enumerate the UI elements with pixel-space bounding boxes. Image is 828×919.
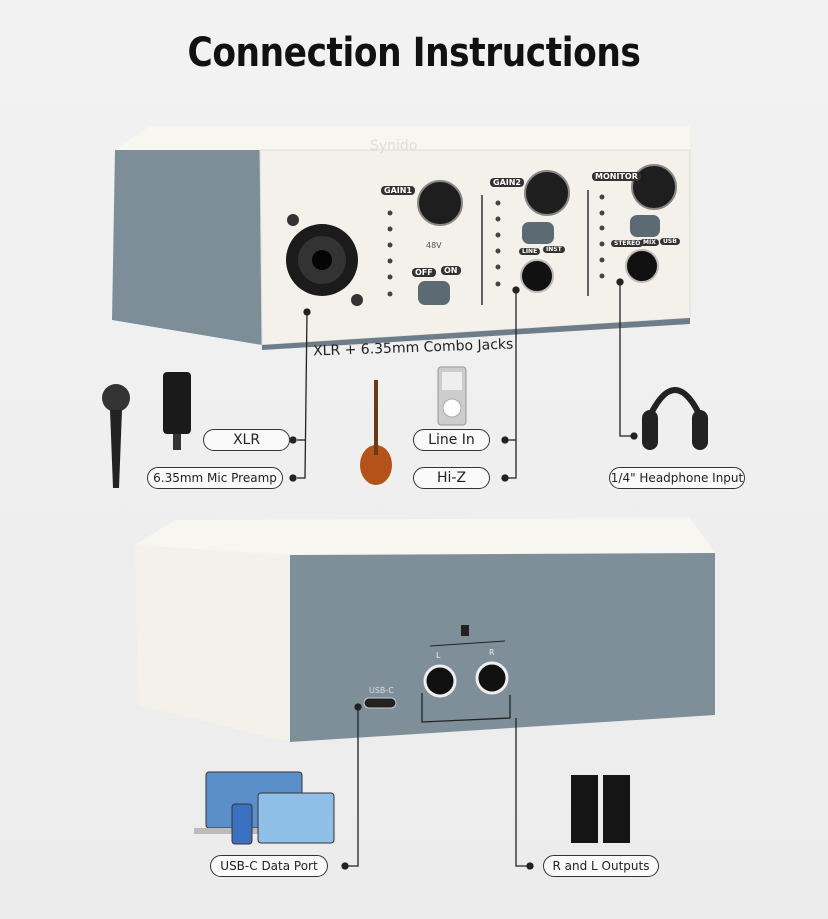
rear-device-top [135,518,715,555]
phone-icon [231,803,253,845]
headphones-icon [645,387,705,422]
left-output-jack [423,664,457,698]
front-device-top [115,126,690,150]
right-label: R [489,648,495,657]
gain2-label: GAIN2 [490,178,524,187]
connector-lines [289,278,638,870]
inst-label: INST [543,246,565,253]
usb-c-port [363,697,397,709]
gain1-knob [417,180,463,226]
usb-c-label: USB-C [369,686,394,695]
front-device-side [112,150,262,345]
phantom-label: 48V [426,241,442,250]
callout-mic-preamp: 6.35mm Mic Preamp [147,467,283,489]
off-label: OFF [412,268,436,277]
headphone-jack [625,249,659,283]
monitor-switch [630,215,660,237]
speaker-left-icon [571,775,598,843]
callout-usb-data: USB-C Data Port [210,855,328,877]
rear-device-panel [290,553,715,742]
gain1-label: GAIN1 [381,186,415,195]
handheld-mic-icon [102,384,130,412]
callout-outputs: R and L Outputs [543,855,659,877]
monitor-label: MONITOR [592,172,641,181]
stereo-label: STEREO [611,240,644,247]
condenser-mic-icon [163,372,191,434]
speaker-right-icon [603,775,630,843]
right-output-jack [475,661,509,695]
line-label: LINE [519,248,541,255]
accessories [102,366,708,845]
callout-xlr: XLR [203,429,290,451]
rear-device-side [135,545,290,742]
callout-headphone: 1/4" Headphone Input [609,467,745,489]
page-title: Connection Instructions [187,30,641,76]
callout-line-in: Line In [413,429,490,451]
tablet-icon [257,792,335,844]
usb-label: USB [660,238,680,245]
instrument-jack [520,259,554,293]
bass-guitar-icon [360,445,392,485]
speaker-icon [461,625,469,636]
brand-logo: Synido [370,138,417,154]
rear-device [135,518,715,742]
front-device: Synido [112,126,691,350]
monitor-knob [631,164,677,210]
gain2-knob [524,170,570,216]
left-label: L [436,651,441,660]
callout-hi-z: Hi-Z [413,467,490,489]
phantom-switch [418,281,450,305]
line-inst-switch [522,222,554,244]
mix-label: MIX [640,239,659,246]
on-label: ON [441,266,461,275]
